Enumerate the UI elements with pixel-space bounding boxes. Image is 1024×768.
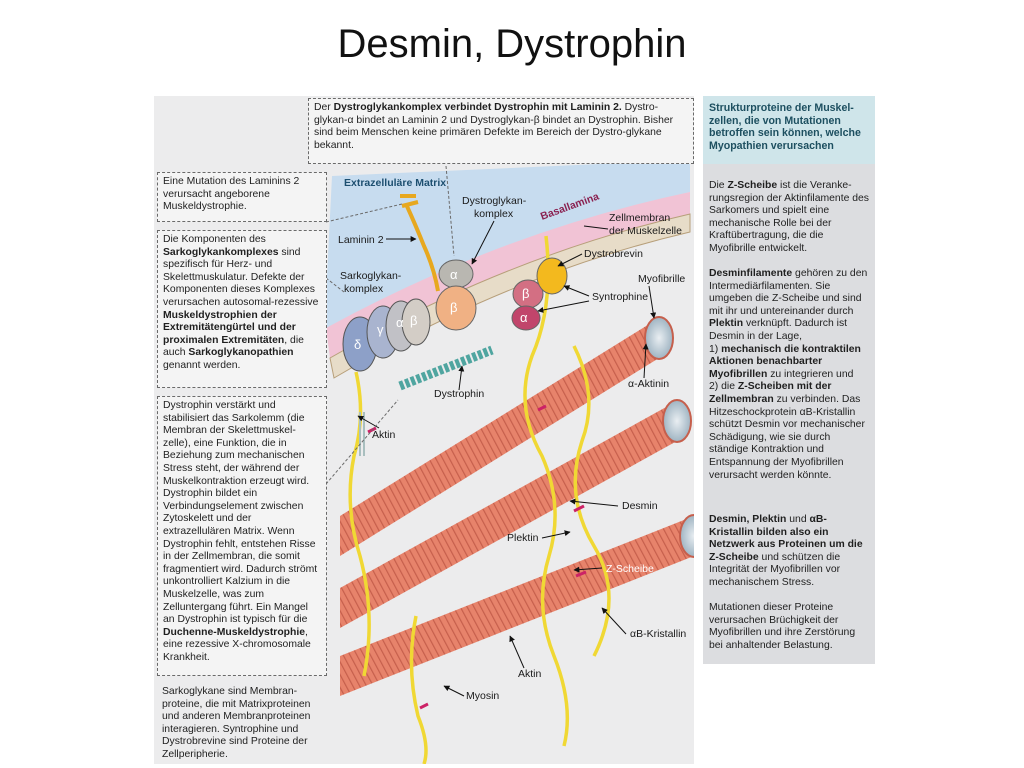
- label-beta-sarco: β: [410, 313, 417, 328]
- label-zellmembran-2: der Muskelzelle: [609, 225, 682, 237]
- label-myofibrille: Myofibrille: [638, 273, 685, 285]
- greek-labels: δ γ α β α β β α: [354, 267, 529, 352]
- label-sarkoglykan-2: komplex: [344, 283, 384, 295]
- label-gamma: γ: [377, 322, 384, 337]
- myofibril-2: [340, 399, 692, 628]
- label-beta-db: β: [522, 286, 529, 301]
- label-zscheibe: Z-Scheibe: [606, 563, 654, 575]
- info-paragraph-1: Die Z-Scheibe ist die Veranke-rungsregio…: [709, 180, 869, 254]
- label-desmin: Desmin: [622, 500, 658, 512]
- label-aktin-1: Aktin: [372, 429, 396, 441]
- label-alpha-dg: α: [450, 267, 458, 282]
- label-laminin2: Laminin 2: [338, 234, 384, 246]
- info-paragraph-4: Mutationen dieser Proteine verursachen B…: [709, 602, 856, 651]
- basal-lamina: [326, 192, 690, 358]
- box-sarkoglykan: Die Komponenten des Sarkoglykankomplexes…: [157, 230, 327, 388]
- label-delta: δ: [354, 337, 361, 352]
- laminin-2: [400, 194, 440, 292]
- label-aktin-2: Aktin: [518, 668, 542, 680]
- page-title: Desmin, Dystrophin: [337, 22, 687, 66]
- label-zellmembran-1: Zellmembran: [609, 212, 670, 224]
- box-dystroglykankomplex: Der Dystroglykankomplex verbindet Dystro…: [308, 98, 694, 164]
- myofibril-3: [340, 514, 694, 696]
- dystroglycan-complex: [435, 259, 477, 331]
- label-dystrobrevin: Dystrobrevin: [584, 248, 643, 260]
- info-paragraph-2: Desminfilamente gehören zu den Intermedi…: [709, 268, 868, 481]
- info-column: [703, 96, 875, 664]
- leader-lines: [357, 220, 657, 697]
- label-myosin: Myosin: [466, 690, 499, 702]
- label-alpha-db: α: [520, 310, 528, 325]
- label-syntrophine: Syntrophine: [592, 291, 648, 303]
- label-dystroglykan-2: komplex: [474, 208, 514, 220]
- info-paragraph-3: Desmin, Plektin und αB-Kristallin bilden…: [709, 514, 863, 588]
- label-dystroglykan-1: Dystroglykan-: [462, 195, 527, 207]
- myofibril-1: [340, 316, 674, 556]
- dystrophin-rod: [398, 345, 494, 391]
- dashed-connectors: [325, 165, 455, 485]
- info-header: Strukturproteine der Muskel-zellen, die …: [703, 96, 875, 164]
- label-sarkoglykan-1: Sarkoglykan-: [340, 270, 402, 282]
- label-kristallin: αB-Kristallin: [630, 628, 686, 640]
- label-plektin: Plektin: [507, 532, 539, 544]
- label-alpha-sarco: α: [396, 315, 404, 330]
- dystrobrevin-syntrophin: [511, 257, 568, 331]
- sarcoglycan-complex: [342, 298, 431, 372]
- label-ecm: Extrazelluläre Matrix: [344, 177, 446, 189]
- label-aktinin: α-Aktinin: [628, 378, 669, 390]
- box-dystrophin: Dystrophin verstärkt und stabilisiert da…: [157, 396, 327, 676]
- muscle-diagram: δ γ α β α β β α Extrazelluläre Matrix Ba…: [324, 160, 694, 764]
- label-beta-dg: β: [450, 300, 457, 315]
- label-dystrophin: Dystrophin: [434, 388, 484, 400]
- box-sarkoglykane: Sarkoglykane sind Membran-proteine, die …: [162, 686, 311, 760]
- box-laminin: Eine Mutation des Laminins 2 verursacht …: [157, 172, 327, 222]
